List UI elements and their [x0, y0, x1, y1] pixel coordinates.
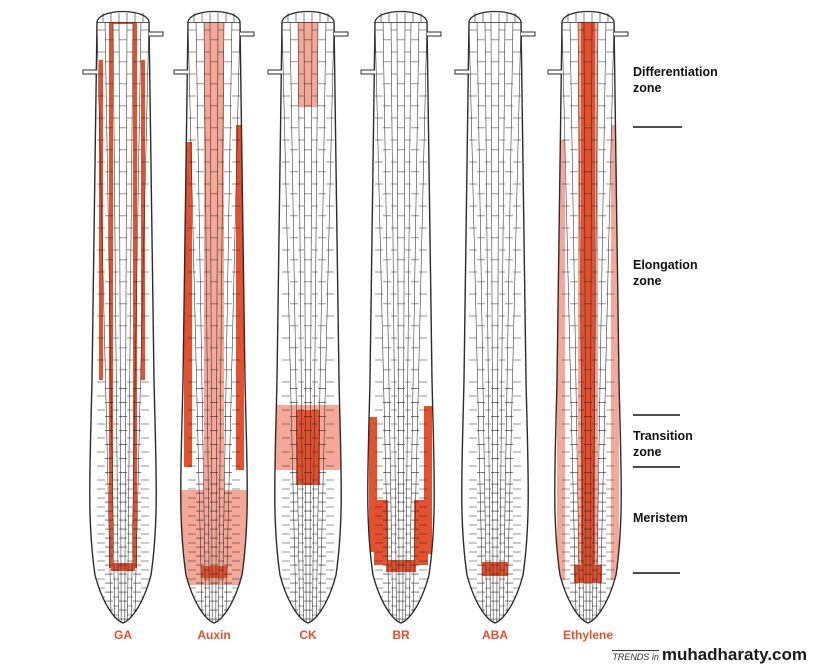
root-outline	[180, 21, 248, 624]
root-outline	[89, 21, 157, 624]
zone-label-differentiation: Differentiation zone	[633, 65, 718, 95]
root-hair-right	[240, 31, 255, 37]
root-ck	[267, 11, 349, 624]
root-hair-right	[614, 31, 629, 37]
root-br	[360, 11, 442, 624]
root-hair-left	[82, 69, 97, 75]
ga-stele-left	[109, 22, 113, 568]
root-hair-left	[267, 69, 282, 75]
cell-grid	[374, 22, 428, 623]
hormone-label-ethylene: Ethylene	[562, 628, 613, 642]
cell-grid	[468, 22, 522, 623]
root-hair-right	[427, 31, 442, 37]
root-outline	[461, 21, 529, 624]
root-hair-right	[149, 31, 164, 37]
site-watermark: muhadharaty.com	[661, 645, 807, 664]
cell-grid	[561, 22, 615, 623]
root-hair-left	[454, 69, 469, 75]
journal-credit: TRENDS in	[612, 650, 659, 662]
root-ga	[82, 11, 164, 624]
root-top-cells	[96, 11, 150, 23]
expression-ga	[99, 22, 145, 571]
root-top-cells	[281, 11, 335, 23]
ga-quiescent	[111, 563, 135, 571]
cell-grid	[281, 22, 335, 623]
ga-stele-right	[133, 22, 137, 568]
ck-stele-strong	[296, 410, 320, 485]
zone-label-elongation: Elongation zone	[633, 258, 698, 288]
ck-stele-top	[298, 22, 318, 107]
hormone-label-ga: GA	[114, 628, 132, 642]
root-hair-left	[173, 69, 188, 75]
auxin-epidermis-right	[236, 125, 244, 470]
zone-label-meristem: Meristem	[633, 511, 688, 525]
expression-ethylene	[557, 22, 619, 583]
expression-aba	[482, 562, 508, 576]
hormone-label-auxin: Auxin	[197, 628, 231, 642]
aba-qc	[482, 562, 508, 576]
root-top-cells	[374, 11, 428, 23]
root-hair-right	[521, 31, 536, 37]
br-lateral-right	[414, 500, 428, 565]
ga-cortex-right	[141, 60, 145, 380]
cell-grid	[187, 22, 241, 623]
ethylene-epidermis-right	[611, 125, 619, 580]
br-lateral-left	[374, 500, 388, 565]
expression-auxin	[180, 22, 248, 585]
auxin-tip	[201, 566, 227, 578]
zone-label-transition: Transition zone	[633, 429, 693, 459]
hormone-label-br: BR	[392, 628, 410, 642]
ethylene-stele-strong	[581, 22, 595, 580]
auxin-epidermis-left	[184, 142, 192, 467]
root-top-cells	[561, 11, 615, 23]
hormone-label-aba: ABA	[482, 628, 508, 642]
root-ethylene	[547, 11, 629, 624]
ethylene-epidermis-left	[557, 140, 565, 580]
root-hair-left	[547, 69, 562, 75]
root-outline	[274, 21, 342, 624]
br-tip	[386, 560, 416, 572]
ga-cortex-left	[99, 60, 103, 380]
footer-credit: TRENDS in muhadharaty.com	[612, 645, 807, 665]
br-epidermis-right	[424, 406, 432, 554]
root-aba	[454, 11, 536, 624]
root-outline	[367, 21, 435, 624]
auxin-stele	[204, 22, 224, 490]
root-top-cells	[187, 11, 241, 23]
br-epidermis-left	[369, 417, 377, 552]
root-outline	[554, 21, 622, 624]
expression-ck	[274, 22, 342, 485]
root-hair-right	[334, 31, 349, 37]
root-top-cells	[468, 11, 522, 23]
root-hair-left	[360, 69, 375, 75]
ga-stele-top	[109, 22, 137, 24]
hormone-label-ck: CK	[299, 628, 317, 642]
root-auxin	[173, 11, 255, 624]
